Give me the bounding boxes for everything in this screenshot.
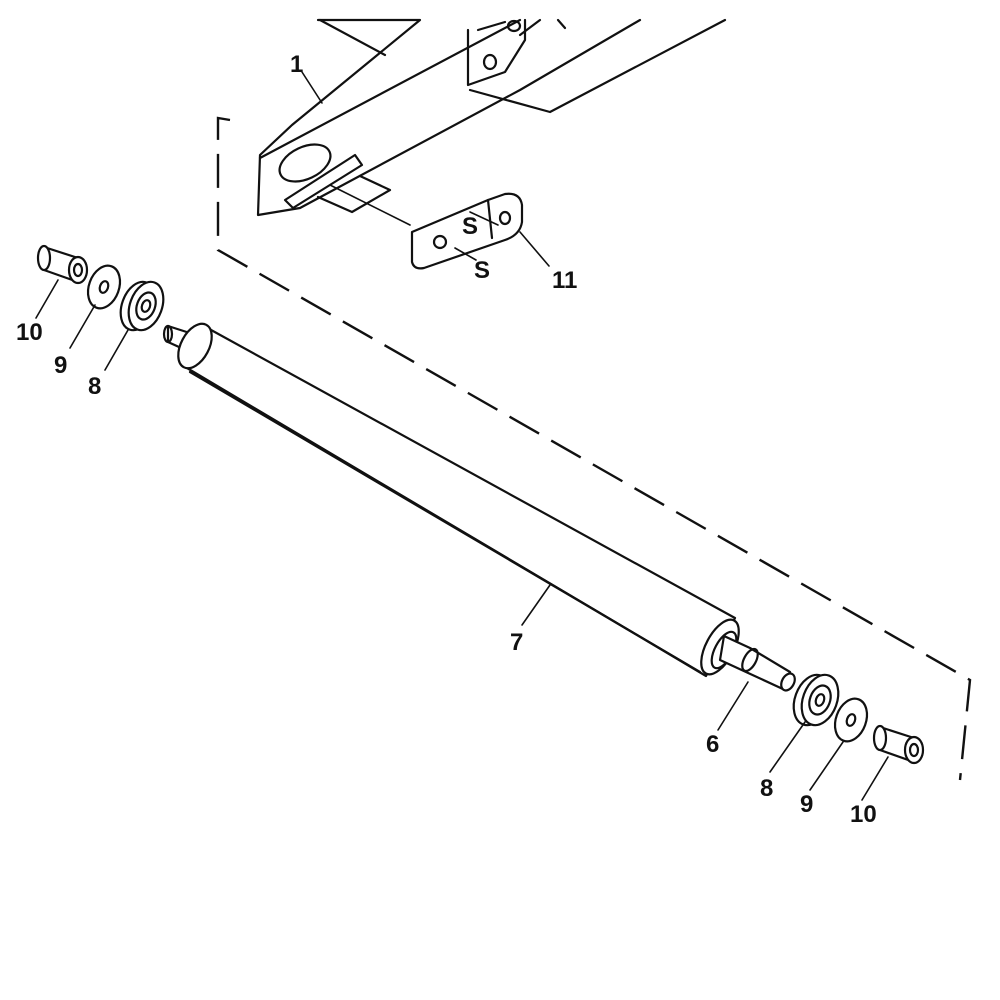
callout-7: 7 [510, 629, 523, 656]
callout-8-right: 8 [760, 775, 773, 802]
leader-lines [35, 71, 889, 801]
spacer-sleeve-left [36, 244, 89, 285]
assembly-boundary [216, 116, 972, 781]
frame-arm [256, 18, 727, 217]
callout-1: 1 [290, 51, 303, 78]
callout-9-right: 9 [800, 791, 813, 818]
angle-bracket [410, 192, 524, 270]
callout-11: 11 [552, 267, 577, 294]
mark-s-lower: S [474, 257, 490, 284]
callouts: 1 11 10 9 8 7 6 8 9 10 S S [16, 51, 877, 828]
callout-6: 6 [706, 731, 719, 758]
bearing-left [119, 280, 165, 332]
callout-10-right: 10 [850, 801, 877, 828]
callout-10-left: 10 [16, 319, 43, 346]
callout-8-left: 8 [88, 373, 101, 400]
mark-s-upper: S [462, 213, 478, 240]
bearing-right [792, 673, 840, 727]
washer-left [86, 264, 122, 310]
spacer-sleeve-right [872, 724, 925, 765]
washer-right [833, 697, 869, 743]
roller-assembly [162, 322, 796, 692]
callout-9-left: 9 [54, 352, 67, 379]
